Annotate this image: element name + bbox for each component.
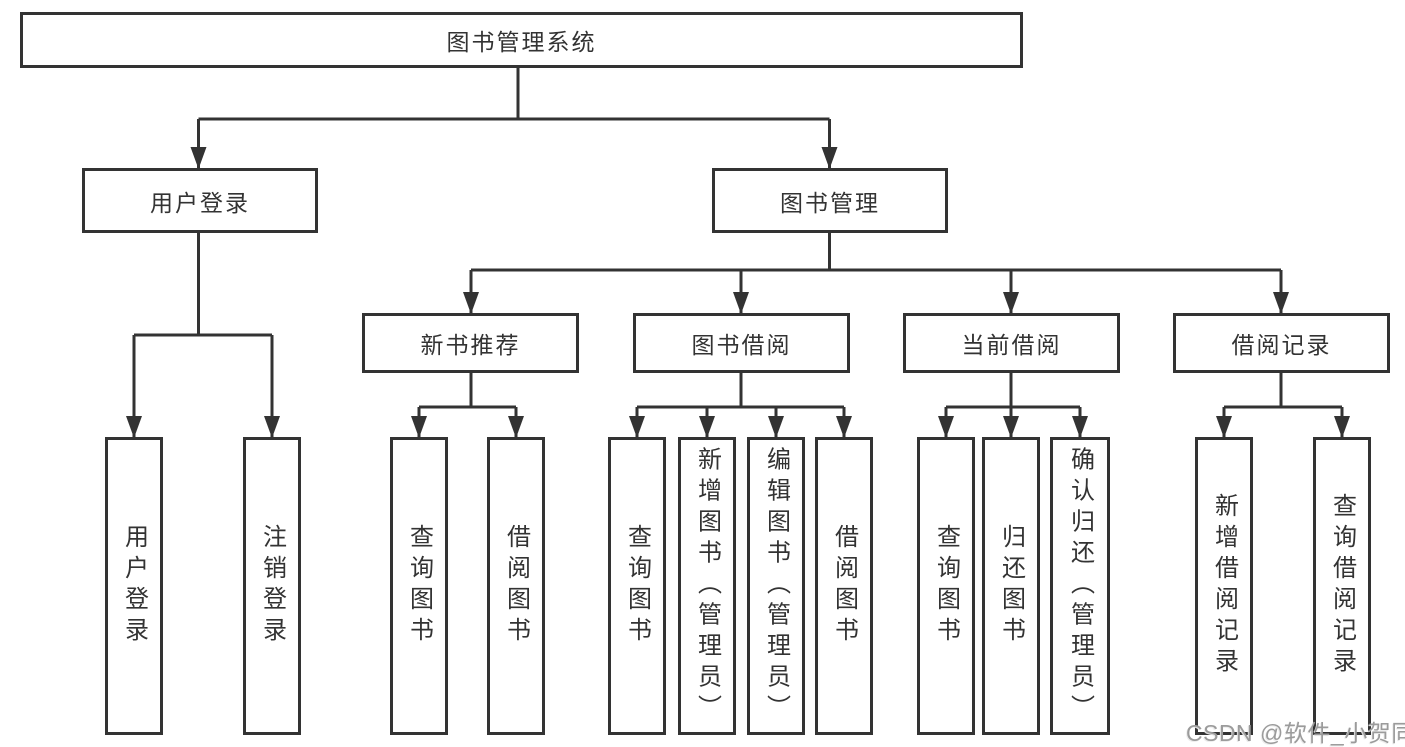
leaf-newbook-query-books: 查询图书 [390, 437, 448, 735]
node-current-borrowing-label: 当前借阅 [961, 332, 1062, 358]
node-book-management-label: 图书管理 [780, 189, 880, 216]
leaf-edit-books-admin: 编辑图书（管理员） [747, 437, 805, 735]
leaf-confirm-return-admin: 确认归还（管理员） [1050, 437, 1110, 735]
node-book-borrowing-label: 图书借阅 [691, 332, 792, 358]
leaf-current-query-books-label: 查询图书 [932, 524, 960, 648]
leaf-newbook-query-books-label: 查询图书 [405, 524, 433, 648]
node-book-management: 图书管理 [712, 168, 948, 233]
leaf-newbook-borrow-books: 借阅图书 [487, 437, 545, 735]
connector-records-to-leaves [1224, 373, 1342, 409]
connector-newbook-to-leaves [419, 373, 516, 409]
leaf-logout-label: 注销登录 [258, 524, 286, 648]
leaf-add-borrow-record-label: 新增借阅记录 [1210, 493, 1238, 679]
connector-root-to-level2 [198, 68, 830, 121]
leaf-add-books-admin-label: 新增图书（管理员） [693, 446, 721, 726]
leaf-edit-books-admin-label: 编辑图书（管理员） [762, 446, 790, 726]
leaf-logout: 注销登录 [243, 437, 301, 735]
node-borrowing-records: 借阅记录 [1173, 313, 1390, 373]
leaf-borrowing-query-books: 查询图书 [608, 437, 666, 735]
leaf-query-borrow-record-label: 查询借阅记录 [1328, 493, 1356, 679]
watermark: CSDN @软件_小贺同学 [1186, 720, 1405, 746]
leaf-add-borrow-record: 新增借阅记录 [1195, 437, 1253, 735]
node-root: 图书管理系统 [20, 12, 1023, 68]
node-user-login-label: 用户登录 [150, 189, 250, 216]
leaf-return-books: 归还图书 [982, 437, 1040, 735]
leaf-confirm-return-admin-label: 确认归还（管理员） [1066, 446, 1094, 726]
node-new-book-recommendation-label: 新书推荐 [420, 332, 521, 358]
leaf-query-borrow-record: 查询借阅记录 [1313, 437, 1371, 735]
leaf-current-query-books: 查询图书 [917, 437, 975, 735]
node-book-borrowing: 图书借阅 [633, 313, 850, 373]
leaf-borrowing-borrow-books: 借阅图书 [815, 437, 873, 735]
node-borrowing-records-label: 借阅记录 [1231, 332, 1332, 358]
leaf-borrowing-borrow-books-label: 借阅图书 [830, 524, 858, 648]
connector-bookmgmt-to-level3 [471, 233, 1281, 272]
connector-borrow-to-leaves [637, 373, 844, 409]
node-current-borrowing: 当前借阅 [903, 313, 1120, 373]
leaf-newbook-borrow-books-label: 借阅图书 [502, 524, 530, 648]
connector-current-to-leaves [946, 373, 1080, 409]
leaf-user-login: 用户登录 [105, 437, 163, 735]
leaf-return-books-label: 归还图书 [997, 524, 1025, 648]
node-user-login: 用户登录 [82, 168, 318, 233]
node-new-book-recommendation: 新书推荐 [362, 313, 579, 373]
connector-userlogin-to-leaves [134, 233, 272, 337]
leaf-borrowing-query-books-label: 查询图书 [623, 524, 651, 648]
leaf-user-login-label: 用户登录 [120, 524, 148, 648]
node-root-label: 图书管理系统 [446, 29, 597, 55]
leaf-add-books-admin: 新增图书（管理员） [678, 437, 736, 735]
